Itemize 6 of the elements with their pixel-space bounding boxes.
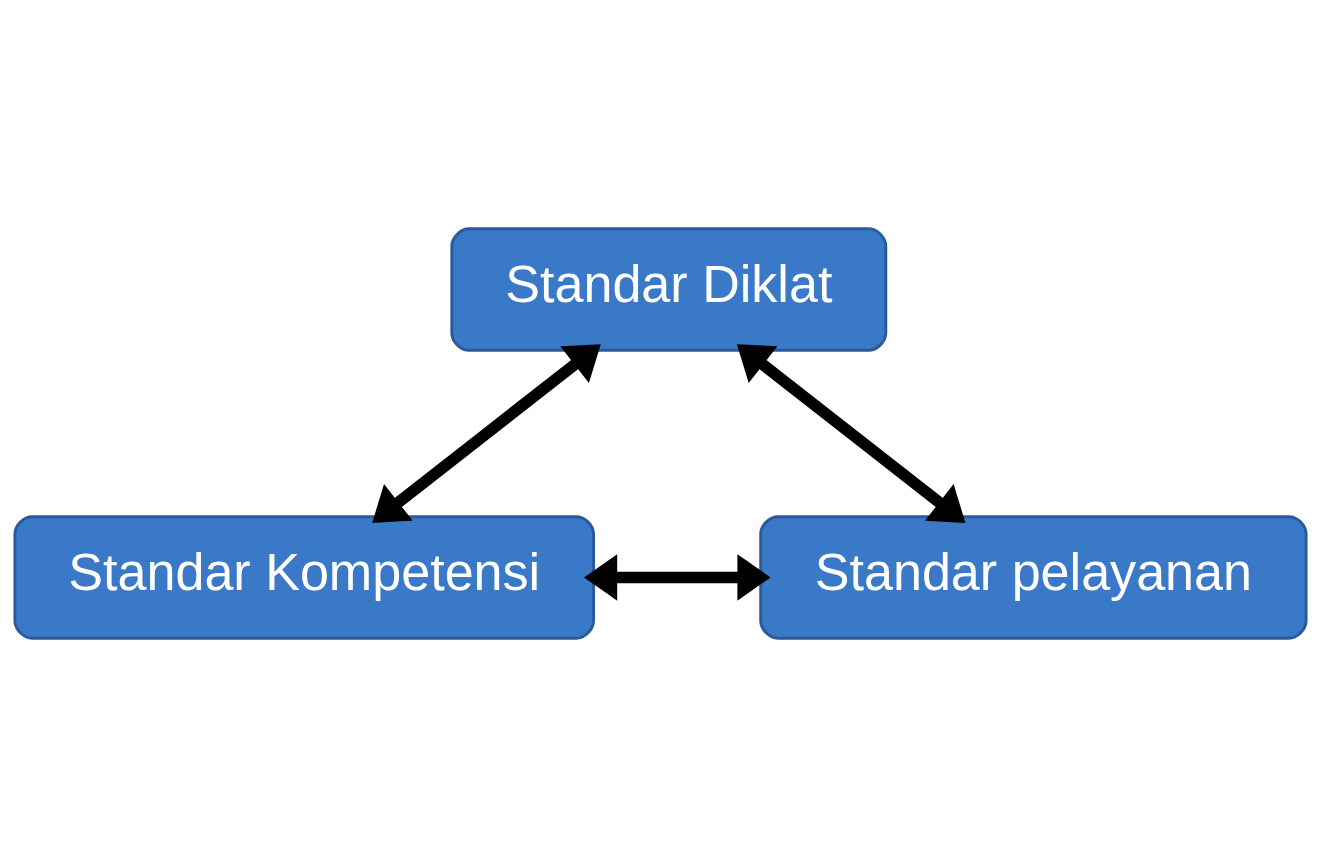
node-box: Standar Diklat bbox=[450, 226, 888, 352]
arrow bbox=[583, 553, 771, 601]
node-box: Standar Kompetensi bbox=[13, 514, 596, 640]
arrow bbox=[372, 343, 601, 523]
arrow bbox=[736, 343, 966, 523]
node-box: Standar pelayanan bbox=[759, 514, 1308, 640]
